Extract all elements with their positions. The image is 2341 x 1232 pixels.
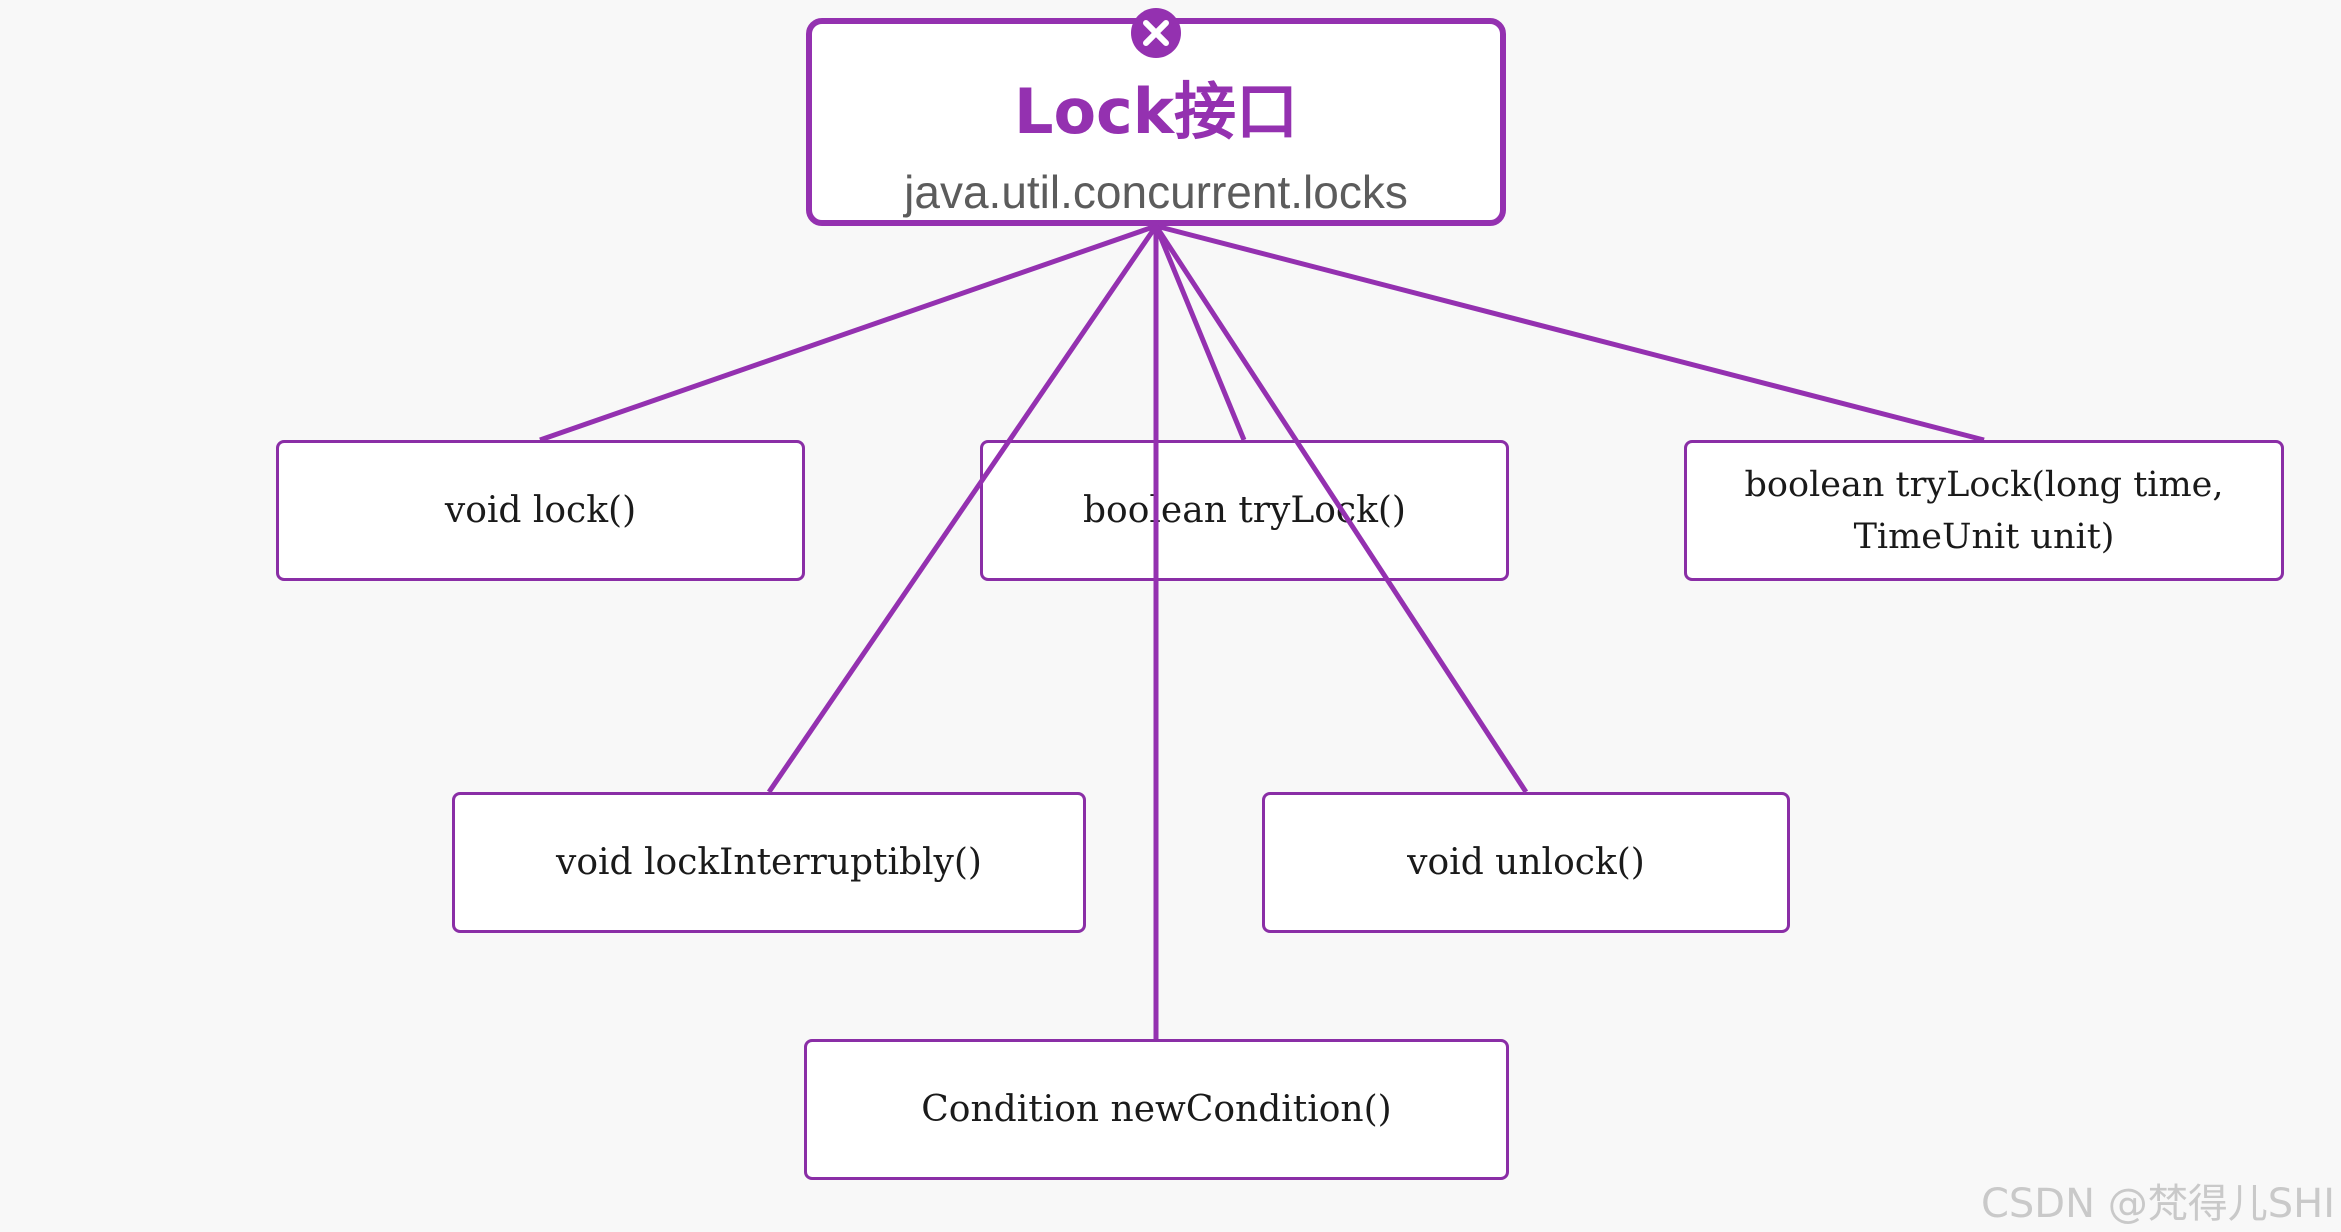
method-trylock-node[interactable]: boolean tryLock() [980, 440, 1509, 581]
edge-lock [539, 223, 1157, 443]
method-lock-label: void lock() [444, 489, 637, 531]
close-circle-icon[interactable] [1129, 6, 1183, 60]
edge-trylock [1153, 225, 1247, 441]
method-lock-node[interactable]: void lock() [276, 440, 805, 581]
method-newcondition-node[interactable]: Condition newCondition() [804, 1039, 1509, 1180]
method-lockinterruptibly-label: void lockInterruptibly() [556, 841, 982, 883]
method-unlock-label: void unlock() [1407, 841, 1645, 883]
root-subtitle: java.util.concurrent.locks [904, 166, 1408, 218]
root-title: Lock接口 [1013, 75, 1299, 148]
method-unlock-node[interactable]: void unlock() [1262, 792, 1790, 933]
method-newcondition-label: Condition newCondition() [921, 1088, 1392, 1130]
method-trylock-timed-label: boolean tryLock(long time, TimeUnit unit… [1745, 459, 2224, 563]
method-trylock-label: boolean tryLock() [1083, 489, 1406, 531]
method-trylock-timed-line1: boolean tryLock(long time, [1744, 464, 2224, 505]
method-lockinterruptibly-node[interactable]: void lockInterruptibly() [452, 792, 1086, 933]
method-trylock-timed-node[interactable]: boolean tryLock(long time, TimeUnit unit… [1684, 440, 2284, 581]
watermark: CSDN @梵得儿SHI [1980, 1181, 2335, 1227]
edge-trylock-timed [1155, 223, 1985, 443]
method-trylock-timed-line2: TimeUnit unit) [1853, 516, 2115, 557]
